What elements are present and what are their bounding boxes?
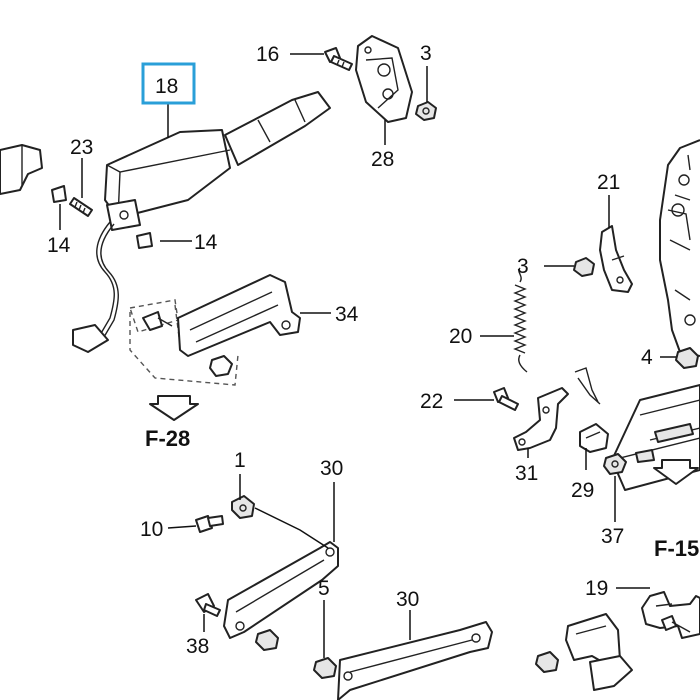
reference-arrow-f28 [149,395,199,421]
callout-30-lower[interactable]: 30 [396,588,419,611]
bolt-part-34-left [142,311,173,331]
arm-link-part-30-lower [337,621,493,700]
bracket-part-21 [599,225,633,293]
callout-14-left[interactable]: 14 [47,234,71,257]
side-plate-part-28 [355,35,413,123]
link-rod-part [574,367,601,405]
clip-part-29 [579,423,609,453]
left-bracket-part [0,144,43,195]
callout-22[interactable]: 22 [420,390,443,413]
nut-part-4 [675,347,699,369]
bolt-part-38 [195,593,221,617]
bolt-part-10 [195,515,224,533]
washer-part-1 [231,495,255,519]
callout-31[interactable]: 31 [515,462,538,485]
spring-part-20 [513,267,528,373]
clip-part-14-left [51,185,67,203]
bracket-part-lower-right [565,613,633,691]
nut-part-bottom [535,651,559,673]
wire-harness-part [72,221,119,353]
reference-label-f15[interactable]: F-15 [654,536,699,561]
callout-4[interactable]: 4 [641,346,653,369]
arm-link-part-30-upper [223,541,339,639]
callout-20[interactable]: 20 [449,325,472,348]
pin-part-23 [69,197,93,217]
reference-label-f28[interactable]: F-28 [145,426,190,451]
callout-19[interactable]: 19 [585,577,608,600]
callout-18[interactable]: 18 [155,75,178,98]
callout-16[interactable]: 16 [256,43,279,66]
seat-motor-part [104,91,331,231]
callout-5[interactable]: 5 [318,577,330,600]
callout-38[interactable]: 38 [186,635,209,658]
bolt-part-16 [324,47,353,71]
bracket-part-34 [177,274,301,357]
reference-arrow-f15 [653,459,699,485]
nut-part-3-top [415,101,437,121]
bracket-part-31 [513,387,569,451]
leader-lines [59,53,676,658]
callout-30-upper[interactable]: 30 [320,457,343,480]
bolt-part-lower-right [661,615,691,633]
callout-29[interactable]: 29 [571,479,594,502]
nut-part-lower [255,629,279,651]
bracket-part-19 [641,591,700,639]
callout-3-top[interactable]: 3 [420,42,432,65]
callout-3-right[interactable]: 3 [517,255,529,278]
selected-part-highlight[interactable] [141,62,196,105]
callout-23[interactable]: 23 [70,136,93,159]
callout-1[interactable]: 1 [234,449,246,472]
nut-part-34-bottom [209,355,233,377]
bolt-part-22 [493,387,519,411]
callout-37[interactable]: 37 [601,525,624,548]
callout-10[interactable]: 10 [140,518,163,541]
clip-part-14-right [136,232,153,249]
nut-part-37 [603,453,627,475]
nut-part-3-right [573,257,595,277]
callout-34[interactable]: 34 [335,303,359,326]
nut-part-5 [313,657,337,679]
seat-frame-part [611,139,700,491]
callout-21[interactable]: 21 [597,171,620,194]
callout-14-right[interactable]: 14 [194,231,218,254]
callout-28[interactable]: 28 [371,148,394,171]
